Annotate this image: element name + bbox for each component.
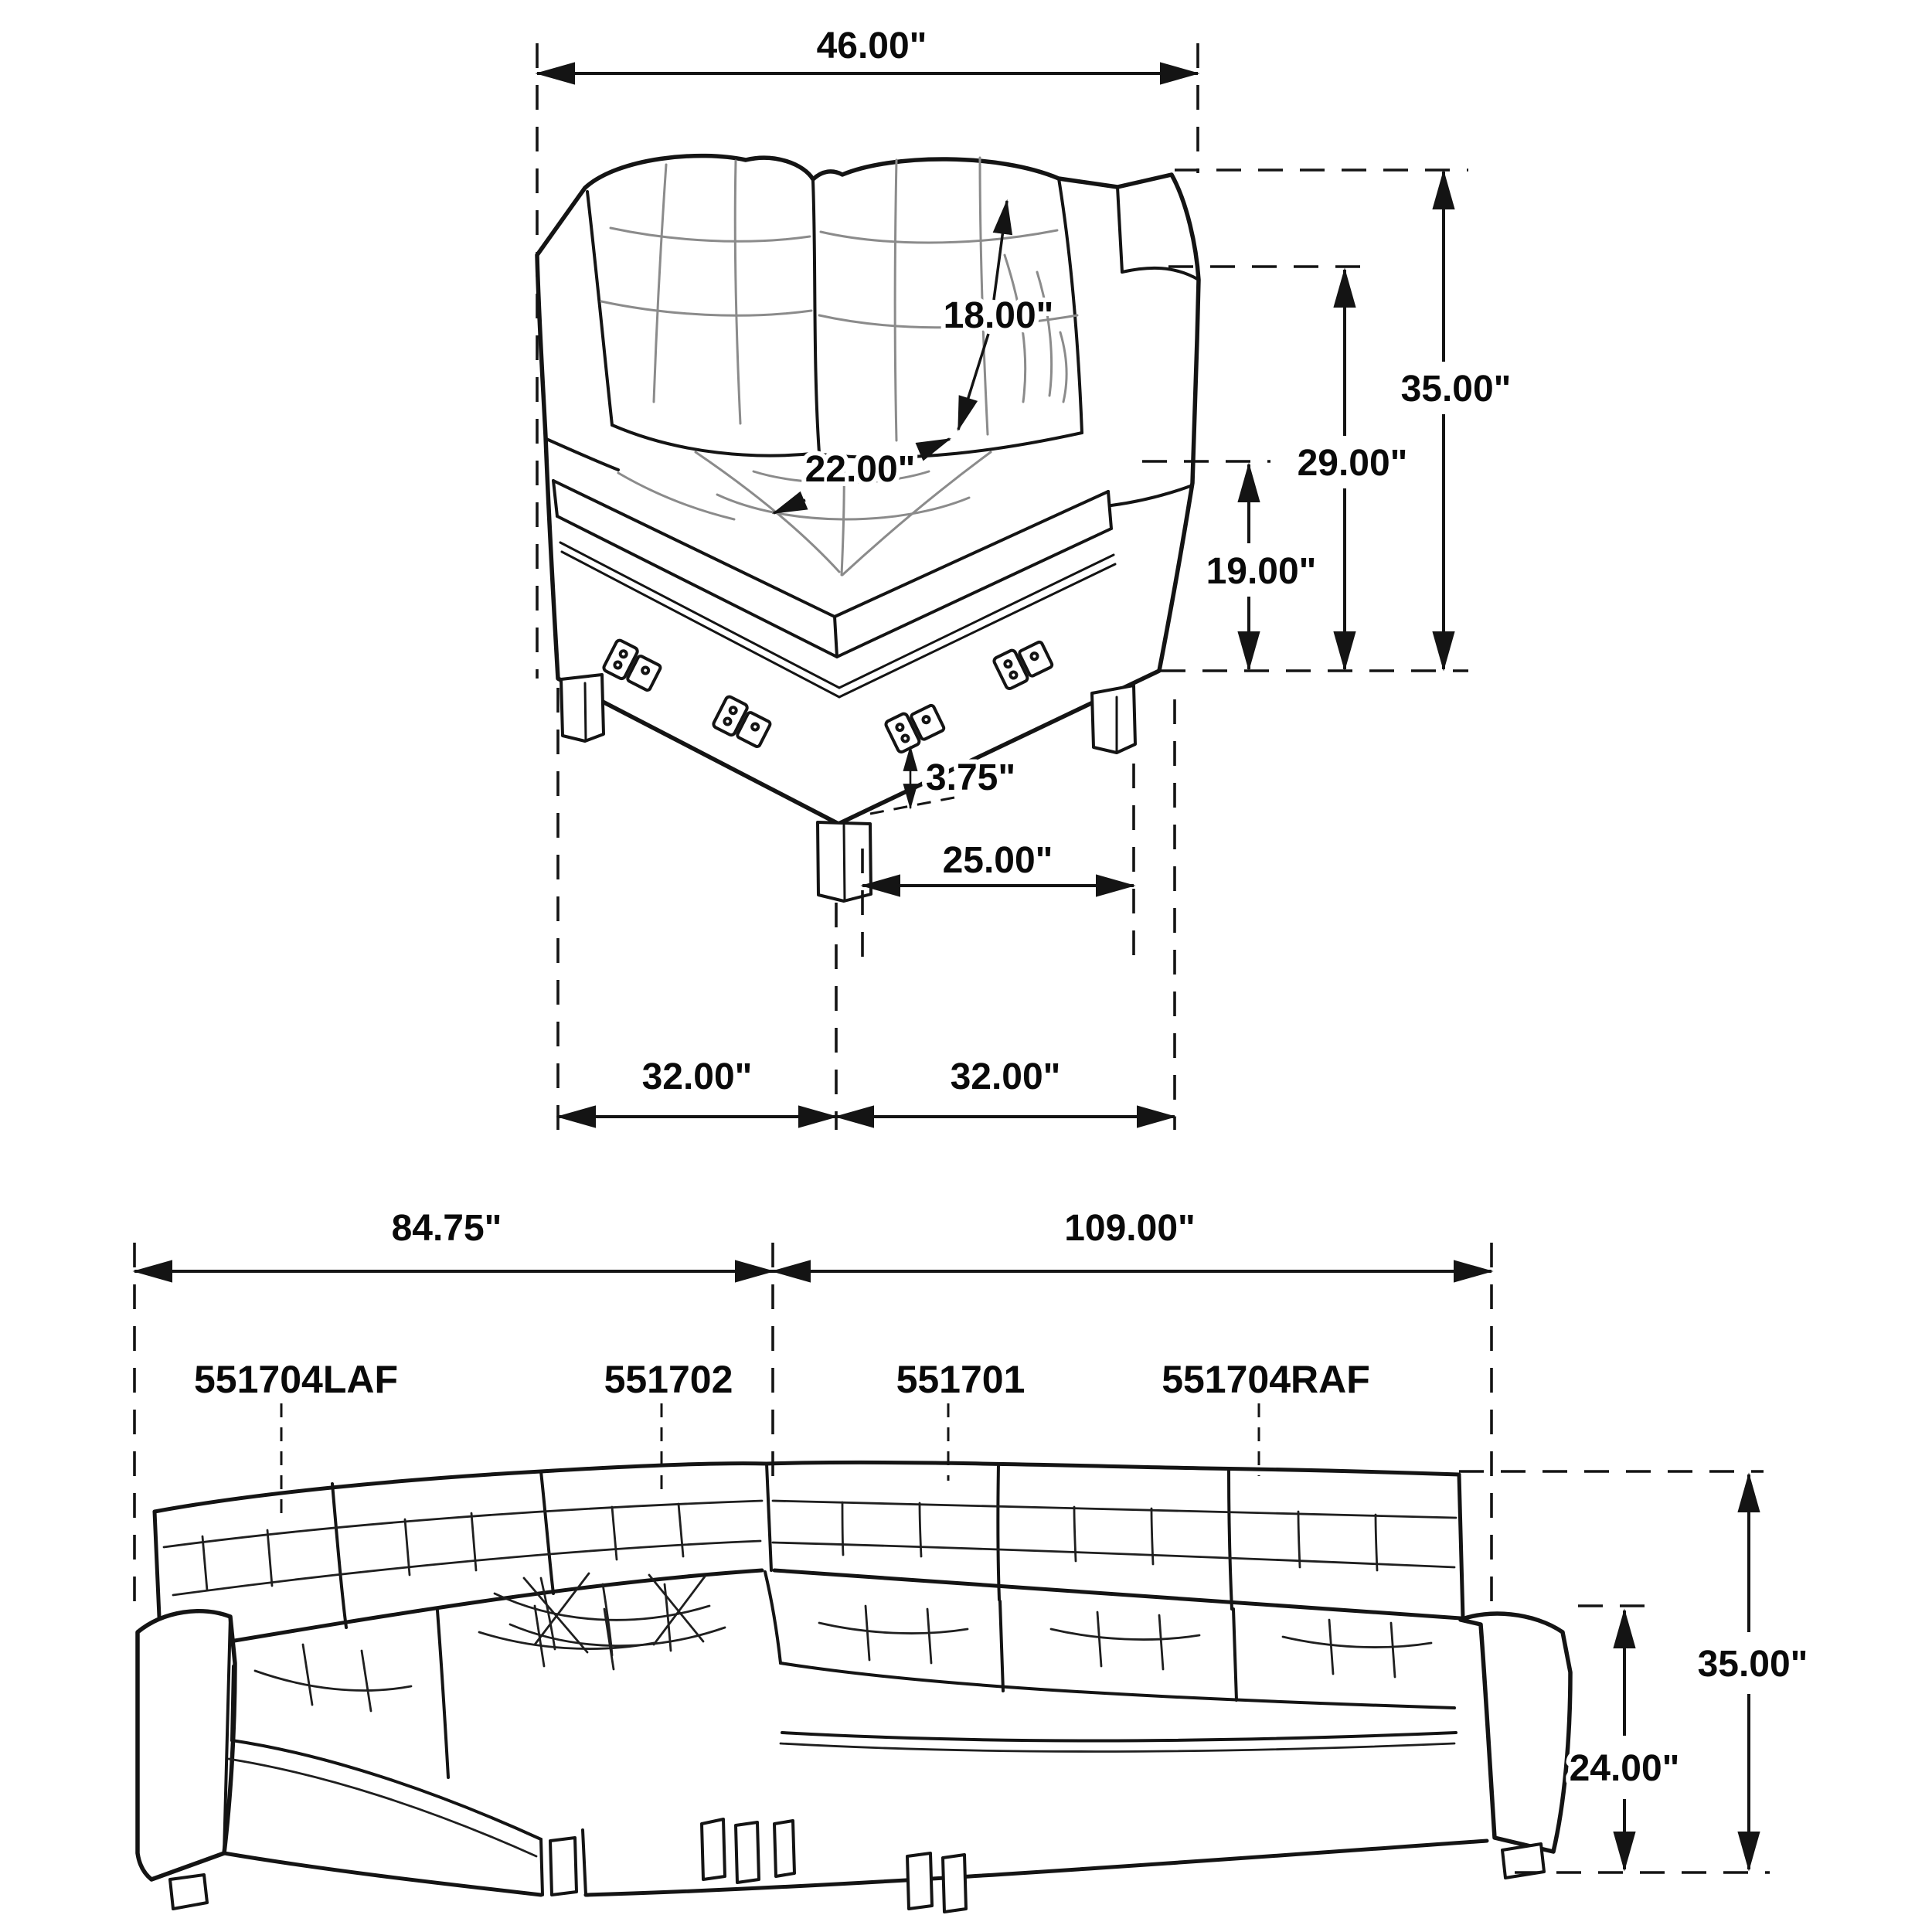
sofa-corner-leg xyxy=(773,1819,796,1878)
dim-overall-height: 35.00" xyxy=(1161,168,1515,672)
dim-left-section-width-label: 84.75" xyxy=(392,1208,502,1249)
dim-footprint-left-label: 32.00" xyxy=(642,1056,753,1097)
sectional-figure: 84.75" 109.00" 551704LAF 551702 551701 5… xyxy=(132,1203,1812,1913)
sofa-middle-leg xyxy=(906,1852,934,1910)
part-callout-551702: 551702 xyxy=(600,1353,737,1493)
dim-leg-spacing: 25.00" xyxy=(860,764,1136,958)
dim-left-section-width: 84.75" xyxy=(132,1203,775,1611)
dim-back-height-label: 29.00" xyxy=(1298,443,1408,484)
part-label-551704raf: 551704RAF xyxy=(1162,1358,1370,1401)
part-callout-551701: 551701 xyxy=(892,1353,1029,1481)
part-callout-551704raf: 551704RAF xyxy=(1157,1353,1375,1476)
dim-sectional-arm-height-label: 24.00" xyxy=(1570,1748,1680,1789)
dim-overall-height-label: 35.00" xyxy=(1401,369,1512,410)
part-label-551701: 551701 xyxy=(896,1358,1026,1401)
dim-back-height: 29.00" xyxy=(1168,265,1412,672)
sofa-middle-leg xyxy=(941,1853,968,1913)
dim-footprint-left: 32.00" xyxy=(556,688,838,1130)
dim-overall-width: 46.00" xyxy=(535,21,1200,679)
dim-back-cushion: 18.00" xyxy=(939,199,1058,432)
dim-right-section-width-label: 109.00" xyxy=(1064,1208,1196,1249)
sofa-right-arm-leg xyxy=(1501,1842,1546,1879)
connector-bracket-icon xyxy=(992,640,1054,690)
dim-sectional-overall-height-label: 35.00" xyxy=(1698,1644,1808,1685)
corner-module-figure: 46.00" 18.00" 22.00" 35.00" 29.00" xyxy=(535,21,1515,1130)
dim-seat-depth: 22.00" xyxy=(771,437,952,515)
dim-footprint-right: 32.00" xyxy=(834,699,1177,1130)
sofa-corner-leg xyxy=(549,1836,578,1896)
sofa-left-arm-leg xyxy=(168,1873,209,1910)
dim-sectional-arm-height: 24.00" xyxy=(1565,1604,1684,1872)
dim-seat-height: 19.00" xyxy=(1142,460,1321,672)
dim-right-section-width: 109.00" xyxy=(770,1203,1494,1601)
sofa-corner-leg xyxy=(734,1821,760,1884)
part-callout-551704laf: 551704LAF xyxy=(189,1353,403,1513)
dim-leg-height-label: 3.75" xyxy=(926,757,1015,798)
dim-back-cushion-label: 18.00" xyxy=(944,295,1054,336)
dim-seat-height-label: 19.00" xyxy=(1206,551,1317,592)
corner-chair-drawing xyxy=(535,153,1201,903)
dim-leg-height: 3.75" xyxy=(869,745,1020,815)
connector-bracket-icon xyxy=(712,695,772,748)
dim-leg-spacing-label: 25.00" xyxy=(943,840,1053,881)
sofa-corner-leg xyxy=(700,1818,726,1881)
part-label-551702: 551702 xyxy=(604,1358,733,1401)
dim-sectional-overall-height: 35.00" xyxy=(1459,1470,1812,1874)
part-label-551704laf: 551704LAF xyxy=(194,1358,398,1401)
dim-overall-width-label: 46.00" xyxy=(817,26,927,66)
dim-seat-depth-label: 22.00" xyxy=(805,449,916,490)
sofa-left-arm xyxy=(135,1608,237,1882)
chair-left-leg xyxy=(560,673,605,743)
connector-bracket-icon xyxy=(602,638,662,692)
chair-right-leg xyxy=(1090,684,1137,754)
sectional-sofa-drawing xyxy=(135,1460,1573,1913)
connector-bracket-icon xyxy=(884,703,946,753)
dim-footprint-right-label: 32.00" xyxy=(951,1056,1061,1097)
sofa-right-arm xyxy=(1458,1611,1573,1854)
